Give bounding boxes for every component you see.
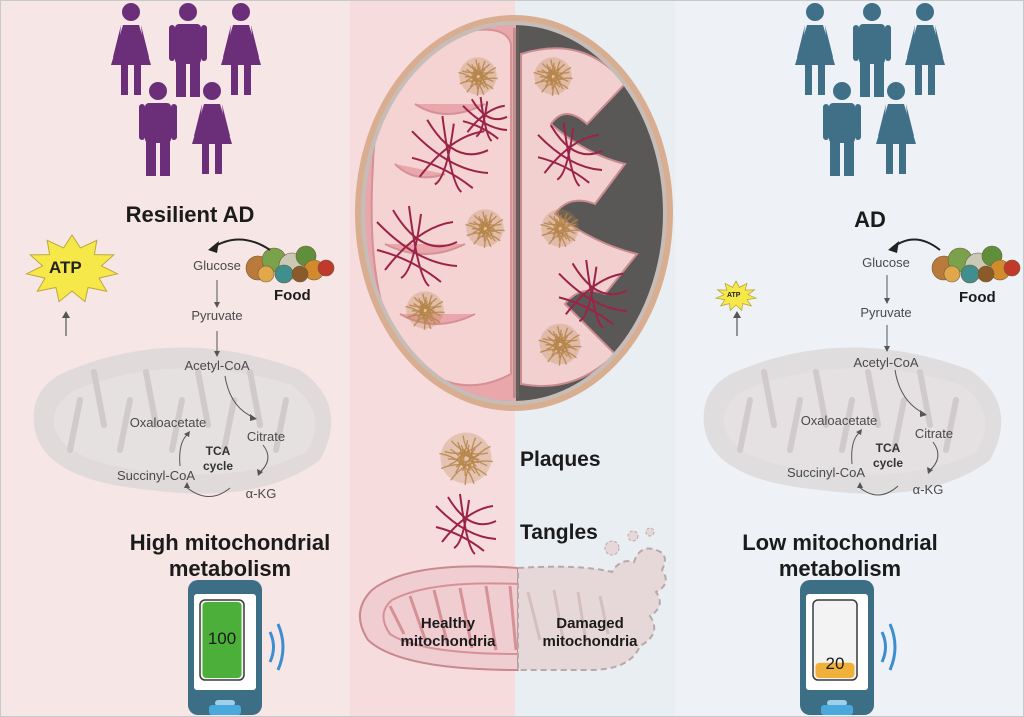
resilient-tca-line2: cycle [202,459,234,473]
resilient-people-icon [111,3,261,176]
tangles-legend-label: Tangles [520,521,598,544]
resilient-citrate-label: Citrate [246,429,286,444]
tangle-legend-icon [435,493,497,555]
resilient-succinyl-coa-label: Succinyl-CoA [116,468,196,483]
resilient-glucose-label: Glucose [193,258,241,273]
healthy-damaged-mitochondria-icon [359,527,667,672]
resilient-acetyl-coa-label: Acetyl-CoA [184,358,250,373]
ad-atp-label: ATP [727,292,741,299]
ad-battery-value: 20 [825,654,845,673]
resilient-pyruvate-label: Pyruvate [191,308,243,323]
ad-tca-line2: cycle [872,456,904,470]
ad-food-icon [931,245,1021,284]
plaques-legend-label: Plaques [520,448,601,471]
resilient-akg-label: α-KG [245,486,277,501]
ad-atp-arrow [733,311,741,336]
ad-akg-label: α-KG [912,482,944,497]
resilient-atp-arrow [62,311,70,336]
ad-mitochondrion-icon [703,347,1002,494]
resilient-atp-burst-icon [25,234,119,303]
resilient-food-icon [245,245,335,284]
ad-metabolism-label: Low mitochondrial metabolism [710,530,970,582]
ad-battery-icon [812,599,858,681]
resilient-ad-title: Resilient AD [125,202,255,227]
resilient-metabolism-line2: metabolism [168,556,292,581]
brain-cross-section [355,15,673,411]
ad-citrate-label: Citrate [914,426,954,441]
resilient-battery-value: 100 [207,629,237,648]
resilient-metabolism-label: High mitochondrial metabolism [95,530,365,582]
ad-pyruvate-label: Pyruvate [860,305,912,320]
resilient-tca-cycle-label: TCA cycle [196,444,240,474]
resilient-metabolism-line1: High mitochondrial [129,530,331,555]
resilient-tca-line1: TCA [205,444,231,458]
ad-succinyl-coa-label: Succinyl-CoA [786,465,866,480]
healthy-line1: Healthy [420,615,476,632]
damaged-line1: Damaged [556,615,624,632]
resilient-mitochondrion-icon [33,347,332,494]
resilient-food-label: Food [274,287,311,304]
ad-tca-cycle-label: TCA cycle [866,441,910,471]
ad-people-icon [795,3,945,176]
ad-acetyl-coa-label: Acetyl-CoA [853,355,919,370]
healthy-line2: mitochondria [400,633,496,650]
healthy-mitochondria-label: Healthy mitochondria [383,615,513,651]
ad-pathway-arrows [851,238,941,496]
resilient-oxaloacetate-label: Oxaloacetate [129,415,207,430]
ad-atp-burst-icon [714,280,758,312]
damaged-line2: mitochondria [542,633,638,650]
ad-metabolism-line2: metabolism [778,556,902,581]
ad-metabolism-line1: Low mitochondrial [742,530,938,555]
resilient-pathway-arrows [179,238,271,497]
ad-glucose-label: Glucose [862,255,910,270]
resilient-battery-icon [199,599,245,681]
ad-tca-line1: TCA [875,441,901,455]
ad-oxaloacetate-label: Oxaloacetate [800,413,878,428]
ad-title: AD [854,207,886,232]
damaged-mitochondria-label: Damaged mitochondria [525,615,655,651]
resilient-atp-label: ATP [49,258,82,277]
ad-food-label: Food [959,289,996,306]
plaque-legend-icon [439,432,493,486]
